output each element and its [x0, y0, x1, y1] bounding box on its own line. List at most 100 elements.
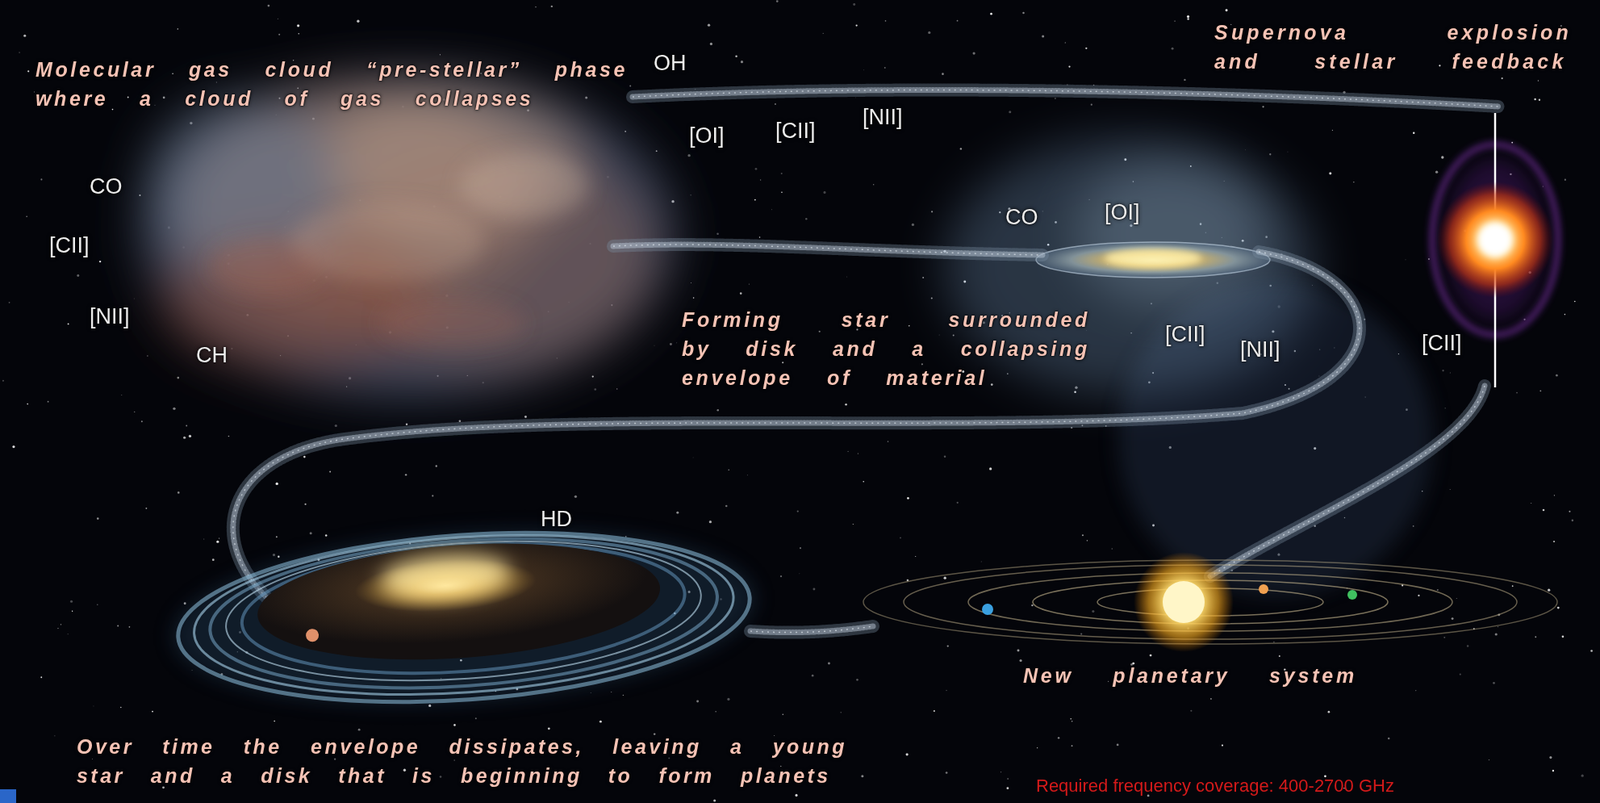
- star: [931, 296, 933, 299]
- star: [1443, 636, 1446, 639]
- star: [776, 0, 779, 3]
- star: [40, 676, 42, 678]
- star: [862, 480, 865, 483]
- star: [653, 344, 656, 347]
- star: [709, 520, 712, 523]
- star: [707, 24, 711, 27]
- star: [797, 509, 799, 512]
- molecular-cloud: [142, 73, 675, 397]
- star: [1533, 98, 1537, 101]
- star: [459, 419, 462, 422]
- star: [746, 474, 748, 477]
- star: [1441, 155, 1444, 159]
- star: [1173, 20, 1176, 22]
- star: [275, 482, 279, 485]
- star: [887, 440, 890, 443]
- star: [1511, 142, 1513, 144]
- star: [592, 375, 594, 377]
- star: [183, 601, 187, 605]
- star: [26, 403, 29, 406]
- stage-caption: Over time the envelope dissipates, leavi…: [76, 731, 848, 790]
- forming-star-disk: [1036, 242, 1270, 278]
- tracer-label: CO: [1005, 204, 1039, 230]
- star: [356, 20, 360, 23]
- star: [755, 167, 758, 171]
- star: [1523, 318, 1525, 321]
- star: [1328, 171, 1332, 175]
- star: [1031, 604, 1033, 606]
- star: [945, 689, 948, 692]
- star: [799, 547, 802, 549]
- star: [60, 623, 62, 625]
- star: [1006, 777, 1008, 779]
- star: [944, 576, 947, 580]
- star: [1022, 12, 1024, 14]
- star: [1328, 710, 1331, 714]
- star: [980, 560, 982, 563]
- star: [33, 91, 35, 92]
- star: [906, 497, 910, 500]
- star: [1495, 632, 1498, 635]
- star: [1269, 153, 1271, 155]
- star: [1054, 97, 1057, 100]
- star: [693, 296, 695, 299]
- star: [1069, 718, 1072, 720]
- star: [781, 361, 784, 364]
- star: [145, 507, 147, 510]
- star: [676, 342, 677, 343]
- star: [1568, 510, 1571, 513]
- star: [67, 633, 69, 635]
- star: [1547, 588, 1550, 591]
- star: [524, 415, 527, 418]
- star: [781, 172, 783, 175]
- corner-strip: [0, 789, 17, 803]
- star: [1278, 655, 1281, 657]
- star: [475, 717, 477, 719]
- star: [1019, 659, 1022, 662]
- star: [938, 334, 940, 336]
- star: [884, 66, 886, 69]
- star: [216, 81, 218, 83]
- star: [798, 572, 801, 575]
- star: [1086, 539, 1088, 541]
- star: [92, 705, 95, 707]
- star: [138, 194, 141, 197]
- star: [120, 706, 122, 708]
- star: [99, 260, 101, 263]
- star: [713, 798, 716, 802]
- star: [183, 436, 186, 439]
- star: [692, 456, 694, 459]
- star: [941, 72, 945, 76]
- star: [1071, 744, 1074, 747]
- star: [1091, 609, 1095, 613]
- star: [40, 178, 42, 180]
- star: [911, 223, 915, 226]
- star: [574, 495, 577, 498]
- star: [1071, 720, 1073, 722]
- star: [67, 322, 70, 325]
- star: [1273, 641, 1275, 643]
- star: [129, 626, 131, 628]
- star: [1057, 736, 1060, 739]
- star: [71, 610, 73, 612]
- star: [1555, 374, 1559, 377]
- star: [931, 210, 933, 213]
- star: [840, 711, 842, 713]
- star: [188, 434, 192, 438]
- star: [1564, 179, 1567, 181]
- star: [1332, 129, 1333, 131]
- star: [304, 503, 306, 506]
- star: [676, 511, 679, 514]
- star: [453, 723, 456, 727]
- star: [690, 282, 693, 285]
- star: [1542, 185, 1544, 187]
- star: [185, 425, 188, 427]
- star: [873, 183, 874, 185]
- star: [1286, 150, 1289, 153]
- star: [228, 435, 230, 438]
- star: [1186, 17, 1189, 20]
- star: [1190, 710, 1192, 712]
- star: [622, 694, 624, 696]
- star: [267, 4, 271, 8]
